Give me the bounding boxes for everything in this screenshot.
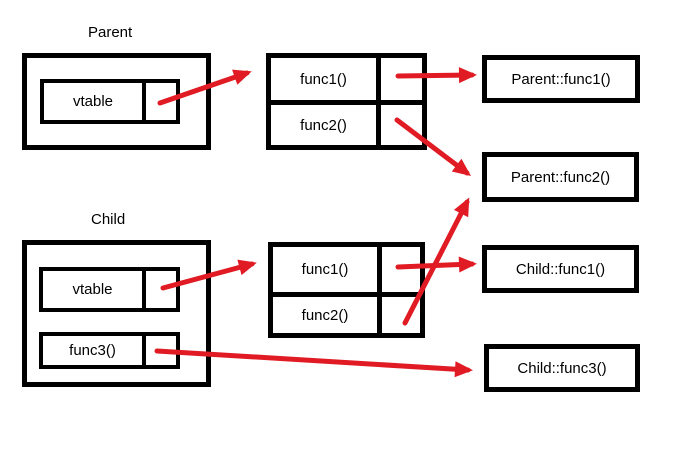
child-vtable-func2-pointer-cell [377,297,420,333]
child-func3-impl-box: Child::func3() [484,344,640,392]
child-vtable-func1-pointer-cell [377,247,420,292]
child-func1-impl-box: Child::func1() [482,245,639,293]
parent-vtable-func2-label: func2() [300,116,347,134]
child-vtable-slot-label: vtable [72,281,113,298]
child-func3-pointer-cell [142,336,176,365]
child-func3-slot-label: func3() [69,342,116,359]
parent-func1-impl-label: Parent::func1() [511,70,611,88]
child-class-label: Child [91,211,126,228]
parent-vtable-slot: vtable [40,79,180,124]
parent-vtable-row-func2: func2() [271,105,422,145]
parent-vtable-table: func1() func2() [266,53,427,150]
child-vtable-row-func1: func1() [273,247,420,297]
parent-func2-impl-label: Parent::func2() [510,168,611,186]
parent-vtable-func2-pointer-cell [376,105,422,145]
child-vtable-slot: vtable [39,267,180,312]
child-vtable-func1-label: func1() [301,261,349,278]
parent-func2-impl-box: Parent::func2() [482,152,639,202]
child-vtable-pointer-cell [142,271,176,308]
parent-vtable-slot-label: vtable [72,93,114,110]
parent-vtable-row-func1: func1() [271,58,422,105]
child-vtable-table: func1() func2() [268,242,425,338]
child-func3-slot: func3() [39,332,180,369]
child-vtable-row-func2: func2() [273,297,420,333]
child-func3-impl-label: Child::func3() [517,359,607,377]
parent-vtable-func1-pointer-cell [376,58,422,100]
parent-func1-impl-box: Parent::func1() [482,55,640,103]
parent-vtable-func1-label: func1() [300,70,347,88]
parent-class-label: Parent [88,24,133,41]
parent-vtable-pointer-cell [142,83,176,120]
child-func1-impl-label: Child::func1() [515,260,606,278]
child-vtable-func2-label: func2() [301,306,349,324]
